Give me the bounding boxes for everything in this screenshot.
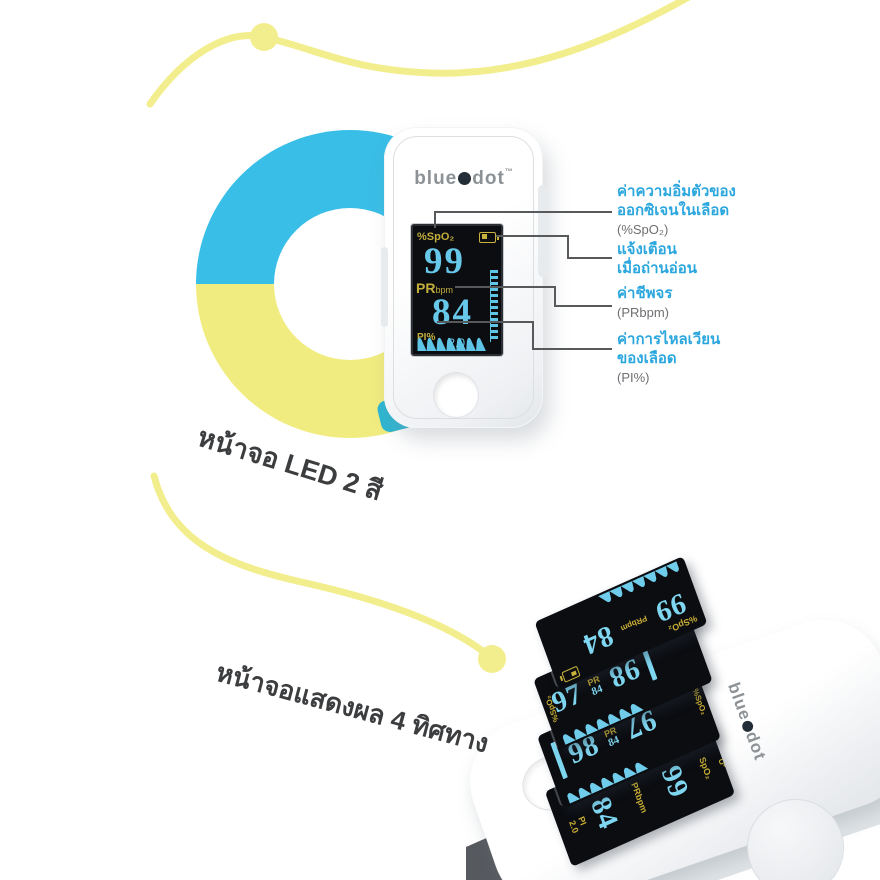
device-side-clip bbox=[381, 247, 388, 327]
annotation-pr: ค่าชีพจร (PRbpm) bbox=[617, 284, 867, 320]
pr-value: 84 bbox=[606, 733, 621, 750]
annotation-text: ออกซิเจนในเลือด bbox=[617, 202, 730, 219]
pi-label: PI 2.0 bbox=[566, 814, 589, 835]
pi-label: PI% bbox=[417, 332, 436, 344]
pr-value: 84 bbox=[584, 792, 625, 835]
annotation-text: ค่าชีพจร bbox=[617, 285, 673, 302]
device-side-clip bbox=[538, 185, 547, 277]
spo2-label: SpO₂ bbox=[696, 755, 714, 781]
brand-word-dot: dot bbox=[472, 168, 505, 189]
annotation-pi: ค่าการไหลเวียน ของเลือด (PI%) bbox=[617, 330, 867, 385]
spo2-value: 99 bbox=[654, 760, 695, 804]
pr-label-row: PRbpm bbox=[416, 279, 501, 296]
annotation-battery: แจ้งเตือน เมื่อถ่านอ่อน bbox=[617, 240, 867, 278]
trademark-symbol: ™ bbox=[504, 167, 513, 176]
annotation-text: ค่าการไหลเวียน bbox=[617, 331, 721, 348]
pr-unit-label: bpm bbox=[435, 284, 453, 295]
brand-word-blue: blue bbox=[414, 168, 458, 189]
spo2-label: %SpO₂ bbox=[417, 231, 455, 243]
pr-label: PR bbox=[416, 279, 436, 296]
annotation-unit: (PRbpm) bbox=[617, 305, 670, 320]
pr-value: 84 bbox=[589, 682, 605, 699]
annotation-text: แจ้งเตือน bbox=[617, 241, 677, 258]
pr-label: PRbpm bbox=[629, 780, 650, 815]
annotation-unit: (%SpO₂) bbox=[617, 222, 669, 237]
annotation-text: เมื่อถ่านอ่อน bbox=[617, 260, 698, 277]
annotation-unit: (PI%) bbox=[617, 370, 650, 385]
annotation-text: ค่าความอิ่มตัวของ bbox=[617, 183, 736, 200]
brand-dot-icon bbox=[458, 172, 472, 185]
spo2-value: 99 bbox=[424, 241, 465, 282]
power-button bbox=[748, 800, 843, 880]
lanyard-hole bbox=[434, 373, 478, 417]
annotation-spo2: ค่าความอิ่มตัวของ ออกซิเจนในเลือด (%SpO₂… bbox=[617, 182, 867, 237]
pr-label: PRbpm bbox=[619, 613, 649, 634]
annotation-text: ของเลือด bbox=[617, 350, 677, 367]
